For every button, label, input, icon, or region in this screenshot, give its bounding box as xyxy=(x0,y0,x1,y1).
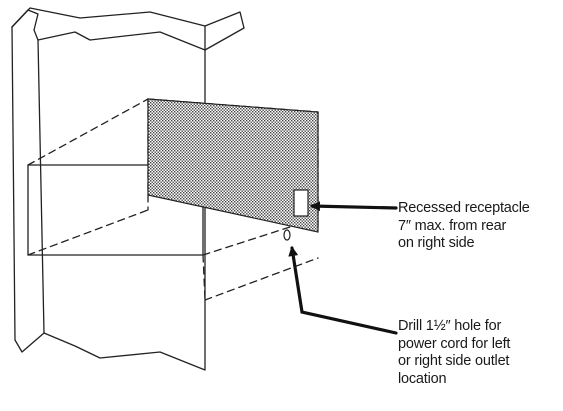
cabinet-side-panel xyxy=(11,26,45,341)
drill-hole-callout: Drill 1½″ hole for power cord for left o… xyxy=(398,318,510,388)
back-wall-shaded-area xyxy=(147,98,319,233)
drill-callout-line: power cord for left xyxy=(398,335,511,352)
receptacle-callout-line: on right side xyxy=(398,235,475,251)
drill-callout-line: location xyxy=(398,370,447,387)
cabinet-side-panel-bottom-break xyxy=(14,332,45,353)
drill-hole xyxy=(283,229,291,241)
receptacle-callout-line: Recessed receptacle xyxy=(398,200,530,216)
cabinet-side-panel-top-break xyxy=(11,9,39,41)
cabinet-front-panel xyxy=(37,31,206,371)
recessed-receptacle xyxy=(293,189,309,217)
receptacle-leader-arrow xyxy=(310,201,398,212)
receptacle-callout: Recessed receptacle 7″ max. from rear on… xyxy=(398,200,530,253)
wall-opening-front xyxy=(27,164,204,256)
drill-hole-leader-arrow xyxy=(288,246,398,335)
drill-callout-line: or right side outlet xyxy=(398,353,510,369)
drill-callout-line: Drill 1½″ hole for xyxy=(398,318,502,334)
receptacle-callout-line: 7″ max. from rear xyxy=(398,217,507,234)
cabinet-front-panel-top xyxy=(11,7,245,51)
